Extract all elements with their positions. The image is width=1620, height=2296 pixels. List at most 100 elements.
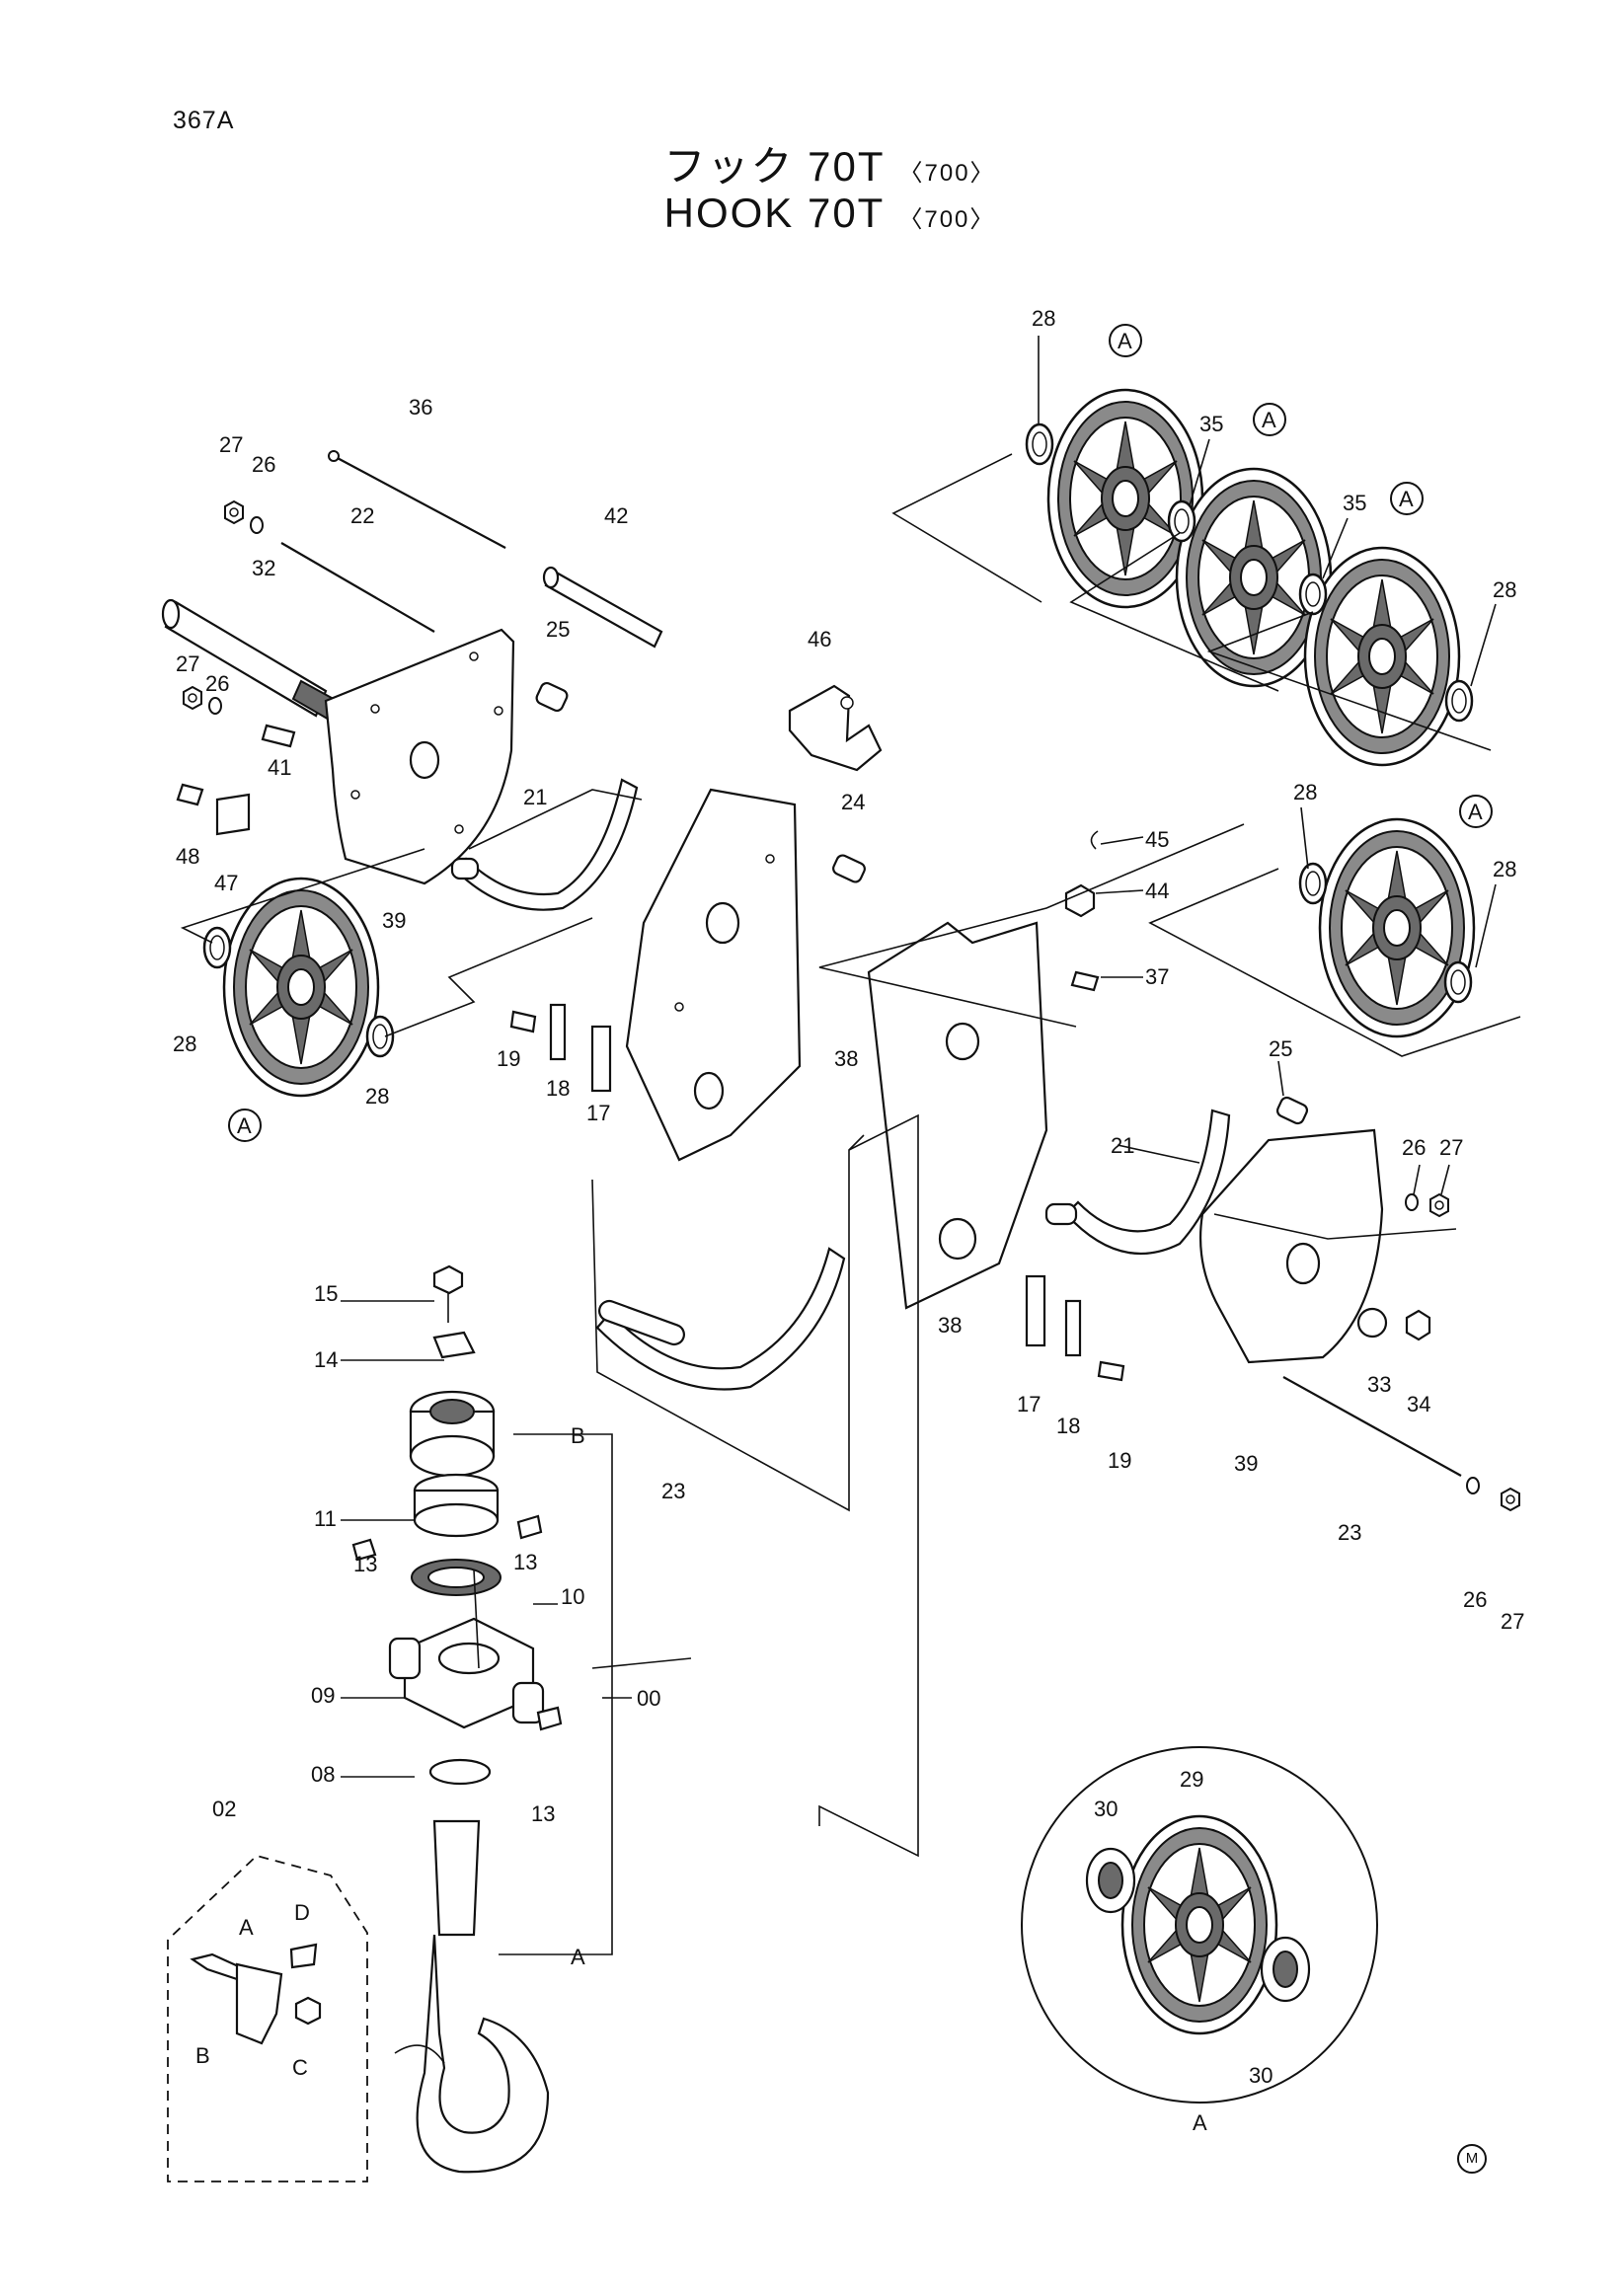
title-english: HOOK 70T 〈700〉 [0,190,1620,237]
marker-a-3: A [1399,487,1414,511]
label-39: 39 [382,908,406,933]
label-10: 10 [561,1584,584,1609]
label-22: 23 [661,1479,685,1503]
side-plate-right [1198,1128,1520,1511]
kit-part-d: D [294,1900,310,1925]
small-parts-left [509,830,1431,1382]
label-35a: 35 [1199,412,1223,436]
label-32: 32 [252,556,275,580]
label-15: 15 [314,1281,338,1306]
label-27b: 27 [176,651,199,676]
label-28d: 28 [1493,857,1516,881]
label-46: 46 [808,627,831,651]
title-en-text: HOOK 70T [663,190,886,236]
label-19b: 19 [1108,1448,1131,1473]
center-plate-right [867,921,1048,1310]
label-30a: 30 [1094,1797,1118,1821]
label-33: 33 [1367,1372,1391,1397]
parts-top-left [161,450,663,836]
title-jp-text: フック 70T [663,143,886,190]
label-30b: 30 [1249,2063,1273,2088]
side-plate-left [324,628,515,885]
label-44: 44 [1145,879,1169,903]
sheave-right-middle [1298,817,1476,1038]
group-00-label: 00 [637,1686,660,1711]
title-en-suffix: 〈700〉 [898,206,996,233]
label-39b: 39 [1234,1451,1258,1476]
label-38b: 38 [938,1313,962,1338]
label-ticks [341,336,1497,1778]
label-26d: 26 [1463,1587,1487,1612]
group-b-label: B [571,1423,585,1448]
label-48: 48 [176,844,199,869]
label-41: 41 [268,755,291,780]
label-17b: 17 [1017,1392,1041,1416]
label-38: 38 [834,1046,858,1071]
label-25: 25 [546,617,570,642]
detail-circle-a [1021,1746,1378,2104]
label-14: 14 [314,1347,338,1372]
label-37: 37 [1145,964,1169,989]
guard-bottom [595,1247,846,1391]
label-28c: 28 [1293,780,1317,804]
label-11: 11 [314,1506,337,1531]
label-28f: 28 [365,1084,389,1109]
label-09: 09 [311,1683,335,1708]
label-19: 19 [497,1046,520,1071]
label-26c: 26 [1402,1135,1426,1160]
label-26: 26 [252,452,275,477]
marker-a-5: A [237,1113,252,1138]
kit-part-b: B [195,2043,210,2068]
label-21: 21 [523,785,547,809]
bracket-46 [788,684,883,772]
marker-a-4: A [1468,800,1483,824]
title-japanese: フック 70T 〈700〉 [0,133,1620,193]
part-labels: 27 26 36 22 32 42 25 27 26 41 48 47 21 3… [173,306,1524,2088]
label-13c: 13 [531,1801,555,1826]
label-36: 36 [409,395,432,420]
marker-a-2: A [1262,408,1276,432]
leader-lines [180,453,1521,1955]
label-27d: 27 [1501,1609,1524,1634]
label-25b: 25 [1269,1036,1292,1061]
label-24: 24 [841,790,865,814]
label-27: 27 [219,432,243,457]
label-47: 47 [214,871,238,895]
center-plate [625,788,802,1162]
kit-part-a: A [239,1915,254,1940]
detail-a-label: A [1193,2110,1207,2135]
hook-assembly [351,1264,563,2174]
group-a-label: A [571,1945,585,1969]
circled-a-markers: A A A A A [228,324,1493,1142]
label-29: 29 [1180,1767,1203,1792]
label-28e: 28 [173,1032,196,1056]
label-23b: 23 [1338,1520,1361,1545]
group-letters: B 00 A A 02 A B C D [195,1423,1207,2135]
label-18: 18 [546,1076,570,1101]
label-27c: 27 [1439,1135,1463,1160]
marker-a-1: A [1118,329,1132,353]
label-23: 22 [350,503,374,528]
label-13b: 13 [353,1552,377,1576]
kit-02-label: 02 [212,1797,236,1821]
label-34: 34 [1407,1392,1430,1416]
title-jp-suffix: 〈700〉 [898,160,996,187]
label-13a: 13 [513,1550,537,1574]
kit-part-c: C [292,2055,308,2080]
page-id: 367A [173,107,235,134]
label-35b: 35 [1343,491,1366,515]
label-26b: 26 [205,671,229,696]
label-18b: 18 [1056,1414,1080,1438]
label-45: 45 [1145,827,1169,852]
label-17: 17 [586,1101,610,1125]
kit-02-box [167,1855,368,2182]
sheave-stack-top-right [1025,388,1474,767]
guard-right [1044,1109,1231,1256]
guard-upper-left [450,778,639,911]
footer-m-mark: M [1457,2144,1487,2174]
label-08: 08 [311,1762,335,1787]
label-28a: 28 [1032,306,1055,331]
label-28b: 28 [1493,577,1516,602]
label-42: 42 [604,503,628,528]
